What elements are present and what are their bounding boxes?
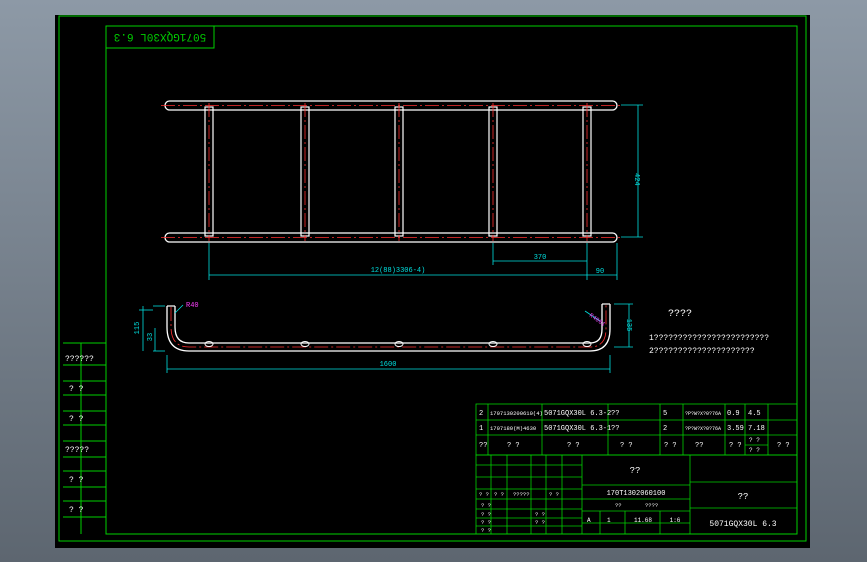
left-strip: ?????? ? ? ? ? ????? ? ? ? ? (63, 342, 106, 534)
strip-label-4: ? ? (69, 476, 84, 485)
title-block-category: ?? (738, 492, 749, 502)
product-code: 5071GQX30L 6.3 (709, 520, 776, 529)
ladder-side-view (166, 303, 611, 352)
left-cell: ? ? (481, 519, 491, 526)
sign-cell: ????? (513, 491, 530, 498)
dim-right-radius: R4001 (588, 312, 607, 328)
sign-cell: ? ? (479, 491, 489, 498)
dim-height: 424 (632, 173, 640, 186)
strip-label-5: ? ? (69, 506, 84, 515)
dim-length: 1600 (380, 361, 397, 369)
parts-row-1: 1 1707180(M)4630 5071GQX30L 6.3-1 ?? 2 ?… (479, 425, 765, 433)
parts-header-cell: ? ? (620, 442, 633, 450)
parts-header-cell: ? ? (664, 442, 677, 450)
parts-cell: 5 (663, 410, 667, 418)
title-block-name: ?? (630, 466, 641, 476)
left-cell: ? ? (481, 502, 491, 509)
drawing-number: 170T1302060100 (607, 490, 666, 498)
strip-label-3: ????? (65, 446, 89, 455)
parts-cell: 1707180(M)4630 (490, 425, 536, 432)
ladder-top-view (161, 100, 621, 243)
dim-right-height: 135 (624, 319, 632, 332)
parts-cell: 5071GQX30L 6.3-2 (544, 410, 611, 418)
rung-3 (488, 103, 498, 241)
inner-frame (105, 25, 798, 535)
dim-left-height: 115 (134, 322, 142, 335)
parts-cell: ?P?W?X?0?76A (685, 411, 721, 417)
parts-cell: 2 (663, 425, 667, 433)
note-0: 1???????????????????????? (649, 334, 769, 343)
notes-title: ???? (668, 309, 692, 320)
scale-cell: 11.68 (634, 517, 652, 524)
top-view-dimensions (208, 104, 643, 280)
strip-label-2: ? ? (69, 415, 84, 424)
code-label: 5071GQX30L 6.3 (114, 30, 206, 42)
side-view-dimensions (139, 303, 633, 373)
title-block-text: ?? 170T1302060100 ?? 5071GQX30L 6.3 A 1 … (479, 466, 777, 534)
left-cell: ? ? (481, 527, 491, 534)
dim-total-width: 12(88)3306-4) (371, 267, 426, 275)
scale-cell: A (587, 517, 591, 524)
parts-header-cell: ? ? (749, 437, 760, 444)
rung-1 (300, 103, 310, 241)
parts-row-0: 2 1707130200610(4) 5071GQX30L 6.3-2 ?? 5… (479, 410, 761, 418)
parts-header-cell: ?? (695, 442, 703, 450)
parts-cell: 3.59 (727, 425, 744, 433)
parts-cell: ?P?W?X?0?76A (685, 426, 721, 432)
rung-0 (204, 103, 214, 241)
parts-header-cell: ? ? (507, 442, 520, 450)
dim-rise-left: 33 (147, 333, 155, 341)
dim-bay: 370 (534, 254, 547, 262)
parts-cell: ?? (611, 410, 619, 418)
parts-cell: 1 (479, 425, 483, 433)
note-1: 2????????????????????? (649, 347, 755, 356)
parts-header-cell: ? ? (749, 447, 760, 454)
parts-cell: 5071GQX30L 6.3-1 (544, 425, 611, 433)
sign-cell: ???? (645, 502, 658, 509)
code-label-box (105, 25, 215, 49)
parts-header-cell: ? ? (567, 442, 580, 450)
drawing-sheet: 5071GQX30L 6.3 ?????? ? ? ? ? ????? ? ? … (55, 15, 810, 548)
sign-cell: ?? (615, 502, 622, 509)
scale-cell: 1:6 (670, 517, 681, 524)
cad-canvas: 5071GQX30L 6.3 ?????? ? ? ? ? ????? ? ? … (58, 15, 807, 542)
parts-header-cell: ? ? (777, 442, 790, 450)
title-block (475, 454, 798, 535)
strip-label-0: ?????? (65, 355, 94, 364)
parts-header-cell: ? ? (729, 442, 742, 450)
outer-frame (58, 15, 807, 542)
dim-bend-radius: R40 (186, 302, 199, 310)
parts-cell: 2 (479, 410, 483, 418)
parts-cell: 1707130200610(4) (490, 410, 543, 417)
left-cell: ? ? (481, 511, 491, 518)
strip-label-1: ? ? (69, 385, 84, 394)
dim-end-bay: 90 (596, 268, 604, 276)
sign-cell: ? ? (494, 491, 504, 498)
left-cell: ? ? (535, 511, 545, 518)
parts-header: ?? ? ? ? ? ? ? ? ? ?? ? ? ? ? ? ? ? ? (479, 437, 790, 454)
parts-cell: 0.9 (727, 410, 740, 418)
scale-cell: 1 (607, 517, 611, 524)
left-cell: ? ? (535, 519, 545, 526)
rung-2 (394, 103, 404, 241)
rung-4 (582, 103, 592, 241)
parts-cell: 7.18 (748, 425, 765, 433)
parts-cell: 4.5 (748, 410, 761, 418)
sign-cell: ? ? (549, 491, 559, 498)
parts-header-cell: ?? (479, 442, 487, 450)
parts-cell: ?? (611, 425, 619, 433)
